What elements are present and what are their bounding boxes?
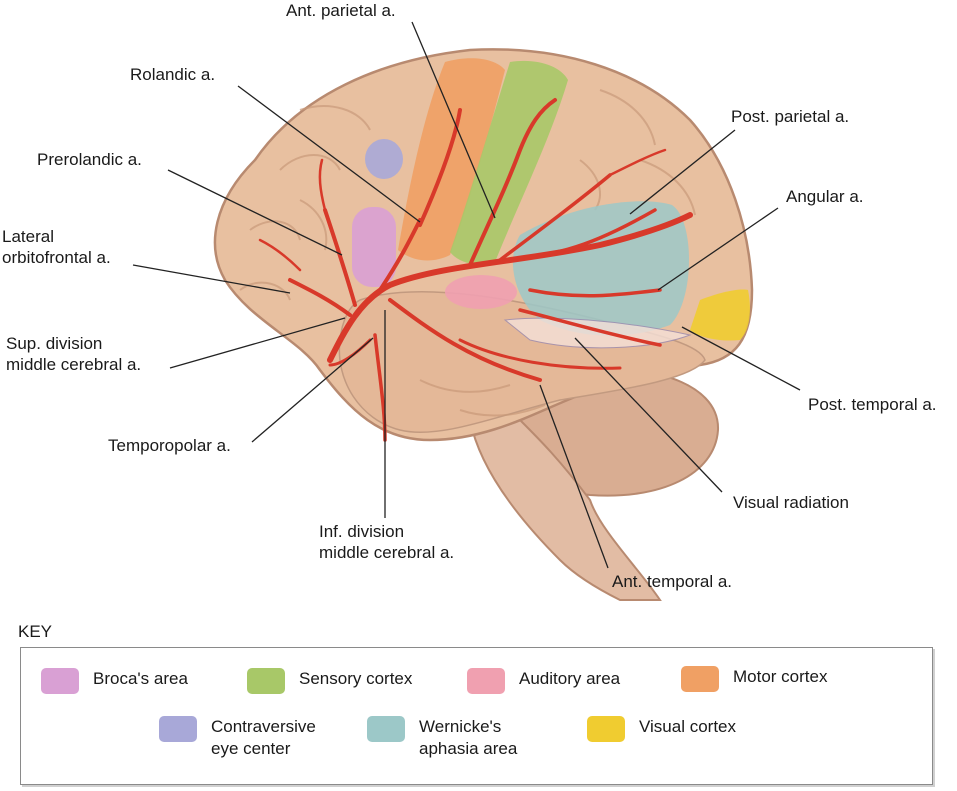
key-swatch (159, 716, 197, 742)
key-swatch (41, 668, 79, 694)
key-item-sensory: Sensory cortex (247, 668, 412, 694)
label-angular: Angular a. (786, 187, 864, 206)
key-swatch (681, 666, 719, 692)
key-legend: Broca's area Sensory cortex Auditory are… (20, 647, 933, 785)
leader-lines (132, 21, 801, 569)
brainstem (468, 419, 662, 601)
label-lateral-orbitofrontal: Lateral orbitofrontal a. (2, 227, 111, 267)
label-ant-temporal: Ant. temporal a. (612, 572, 733, 591)
label-sup-division: Sup. division middle cerebral a. (6, 334, 142, 374)
gyri-texture (239, 89, 696, 417)
key-label: Contraversive eye center (211, 717, 316, 758)
key-label: Visual cortex (639, 717, 737, 736)
eye-center-area (365, 139, 403, 179)
key-swatch (587, 716, 625, 742)
key-item-motor: Motor cortex (681, 666, 827, 692)
brocas-area (352, 207, 396, 287)
key-swatch (367, 716, 405, 742)
label-post-parietal: Post. parietal a. (731, 107, 850, 126)
label-ant-parietal: Ant. parietal a. (286, 1, 396, 20)
key-item-visual-cortex: Visual cortex (587, 716, 736, 742)
key-swatch (467, 668, 505, 694)
key-label: Sensory cortex (299, 669, 413, 688)
key-label: Auditory area (519, 669, 621, 688)
key-title: KEY (18, 622, 53, 641)
label-inf-division: Inf. division middle cerebral a. (319, 522, 455, 562)
brain-diagram (132, 21, 801, 601)
label-temporopolar: Temporopolar a. (108, 436, 231, 455)
label-post-temporal: Post. temporal a. (808, 395, 937, 414)
label-prerolandic: Prerolandic a. (37, 150, 142, 169)
label-visual-radiation: Visual radiation (733, 493, 849, 512)
sensory-cortex-area (450, 60, 568, 265)
key-item-wernicke: Wernicke's aphasia area (367, 716, 517, 760)
key-item-auditory: Auditory area (467, 668, 620, 694)
key-item-brocas: Broca's area (41, 668, 188, 694)
key-label: Wernicke's aphasia area (419, 717, 518, 758)
key-item-eye-center: Contraversive eye center (159, 716, 316, 760)
key-label: Motor cortex (733, 667, 828, 686)
key-label: Broca's area (93, 669, 188, 688)
visual-cortex-area (690, 289, 750, 341)
key-swatch (247, 668, 285, 694)
label-rolandic: Rolandic a. (130, 65, 216, 84)
auditory-area (445, 275, 517, 309)
